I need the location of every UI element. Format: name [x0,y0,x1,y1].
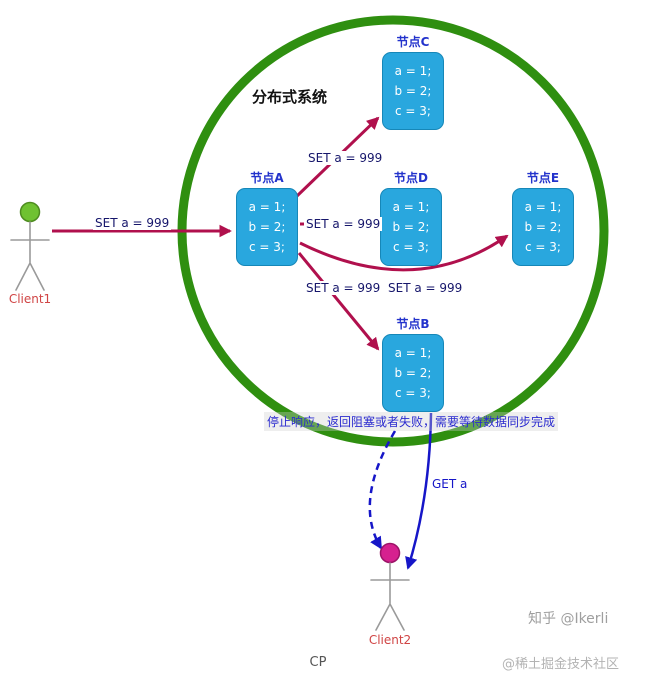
node-d-value-c: c = 3; [393,240,429,254]
node-d-value-a: a = 1; [392,200,430,214]
node-d-label: 节点D [394,171,428,185]
client1-body [10,221,50,291]
edge-label-a-to-d: SET a = 999 [304,217,383,231]
blocked-response-dashed-arrow [368,430,397,550]
get-arrow-node-b-to-client2 [405,412,433,570]
set-arrow-node-a-to-node-e [299,234,509,272]
edge-label-get-a: GET a [432,477,468,491]
edge-label-a-to-c: SET a = 999 [306,151,385,165]
node-a-value-c: c = 3; [249,240,285,254]
edge-label-client1-to-a: SET a = 999 [93,216,172,230]
node-c-value-a: a = 1; [394,64,432,78]
client2-label: Client2 [368,633,412,647]
node-c-label: 节点C [396,35,430,49]
block-response-note: 停止响应，返回阻塞或者失败，需要等待数据同步完成 [264,412,559,431]
juejin-watermark: @稀土掘金技术社区 [502,657,620,672]
node-b-value-c: c = 3; [395,386,431,400]
node-d-box: a = 1; b = 2; c = 3; [380,188,442,266]
client1-label: Client1 [8,292,52,306]
system-title: 分布式系统 [252,88,328,106]
client1-figure [10,201,50,291]
node-a-label: 节点A [250,171,284,185]
node-a-value-a: a = 1; [248,200,286,214]
set-arrow-node-a-to-node-b [297,252,380,351]
node-a-box: a = 1; b = 2; c = 3; [236,188,298,266]
node-e-label: 节点E [526,171,560,185]
client1-head [19,201,41,223]
node-b-label: 节点B [396,317,430,331]
edge-label-a-to-b: SET a = 999 [304,281,383,295]
node-e-value-a: a = 1; [524,200,562,214]
cp-caption: CP [309,655,327,670]
node-e-box: a = 1; b = 2; c = 3; [512,188,574,266]
node-b-value-a: a = 1; [394,346,432,360]
zhihu-watermark: 知乎 @Ikerli [528,611,609,627]
node-b-value-b: b = 2; [394,366,432,380]
node-b-box: a = 1; b = 2; c = 3; [382,334,444,412]
client2-head [379,542,401,564]
client2-body [370,562,410,631]
node-e-value-b: b = 2; [524,220,562,234]
edge-label-a-to-e: SET a = 999 [386,281,465,295]
node-a-value-b: b = 2; [248,220,286,234]
node-c-box: a = 1; b = 2; c = 3; [382,52,444,130]
node-e-value-c: c = 3; [525,240,561,254]
node-d-value-b: b = 2; [392,220,430,234]
client2-figure [370,542,410,631]
node-c-value-c: c = 3; [395,104,431,118]
node-c-value-b: b = 2; [394,84,432,98]
